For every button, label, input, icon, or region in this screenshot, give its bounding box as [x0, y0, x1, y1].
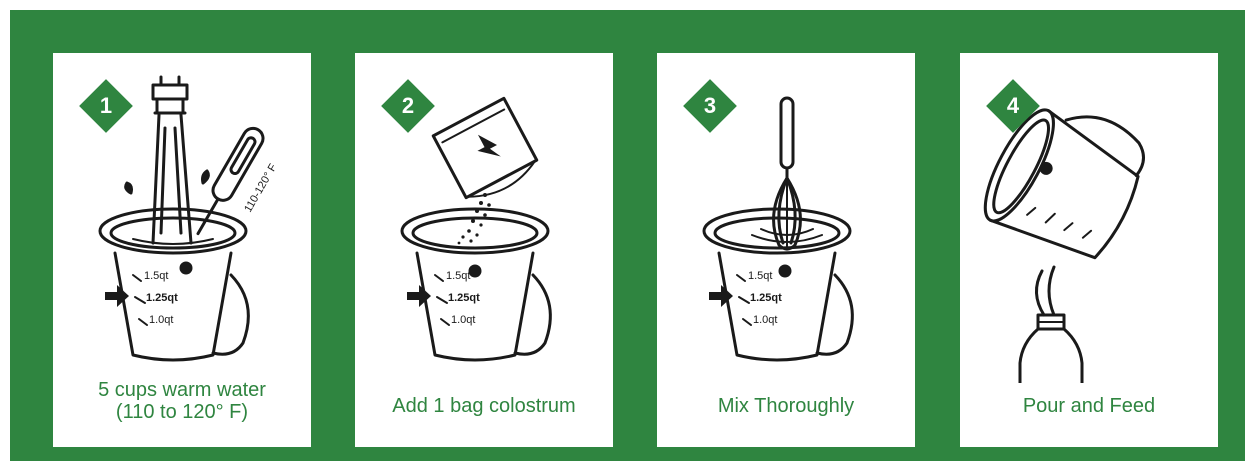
step-3-badge: 3 [683, 79, 737, 133]
mark-1-0qt: 1.0qt [451, 314, 475, 326]
step-4-card: 4 Pour and Feed [960, 53, 1218, 447]
step-2-badge: 2 [381, 79, 435, 133]
mark-1-25qt: 1.25qt [146, 292, 178, 304]
step-1-card: 110-120° F 1.5qt 1.25qt 1.0qt 1 5 cups [53, 53, 311, 447]
step-1-badge: 1 [79, 79, 133, 133]
step-3-caption: Mix Thoroughly [657, 395, 915, 417]
step-2-number: 2 [381, 79, 435, 133]
step-1-caption-line2: (110 to 120° F) [53, 401, 311, 423]
step-4-caption-line1: Pour and Feed [960, 395, 1218, 417]
mark-1-5qt: 1.5qt [144, 270, 168, 282]
step-1-number: 1 [79, 79, 133, 133]
mark-1-0qt: 1.0qt [753, 314, 777, 326]
step-4-badge: 4 [986, 79, 1040, 133]
mark-1-25qt: 1.25qt [750, 292, 782, 304]
step-2-caption: Add 1 bag colostrum [355, 395, 613, 417]
step-4-number: 4 [986, 79, 1040, 133]
mark-1-0qt: 1.0qt [149, 314, 173, 326]
step-3-card: 1.5qt 1.25qt 1.0qt 3 Mix Thoroughly [657, 53, 915, 447]
step-2-card: 1.5qt 1.25qt 1.0qt 2 Add 1 bag colostrum [355, 53, 613, 447]
instruction-board: 110-120° F 1.5qt 1.25qt 1.0qt 1 5 cups [10, 10, 1245, 461]
step-1-caption: 5 cups warm water (110 to 120° F) [53, 379, 311, 423]
step-4-caption: Pour and Feed [960, 395, 1218, 417]
step-1-caption-line1: 5 cups warm water [53, 379, 311, 401]
mark-1-25qt: 1.25qt [448, 292, 480, 304]
mark-1-5qt: 1.5qt [446, 270, 470, 282]
step-3-caption-line1: Mix Thoroughly [657, 395, 915, 417]
mark-1-5qt: 1.5qt [748, 270, 772, 282]
step-2-caption-line1: Add 1 bag colostrum [355, 395, 613, 417]
step-3-number: 3 [683, 79, 737, 133]
